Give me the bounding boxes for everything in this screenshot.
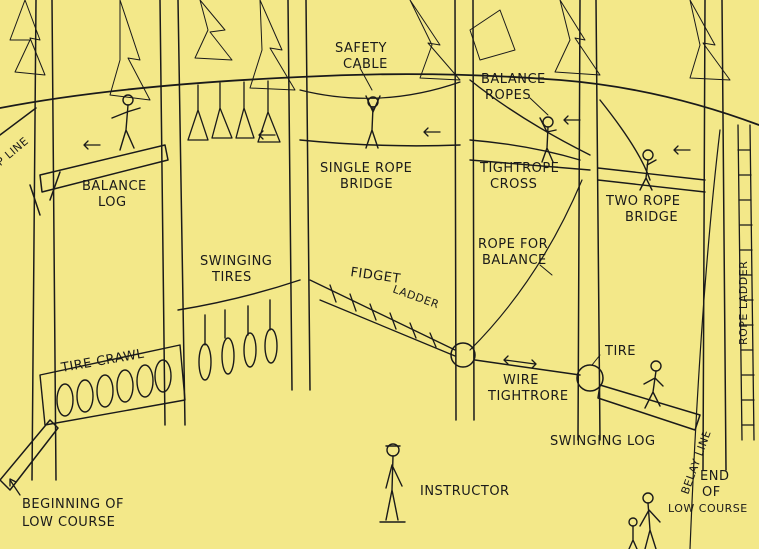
figure-instructor [379, 443, 406, 523]
label-swinging-tires-2: TIRES [211, 270, 252, 285]
arrow-icon [9, 478, 21, 496]
single-rope-bridge [299, 139, 461, 147]
label-swinging-tires-1: SWINGING [200, 254, 272, 269]
label-zip-line: P LINE [0, 135, 31, 169]
tire-crawl [39, 344, 186, 426]
tree-trunks [31, 0, 727, 481]
label-fidget-2: LADDER [391, 283, 441, 312]
label-single-rope-2: BRIDGE [340, 177, 393, 192]
figure-balance-log [111, 94, 141, 151]
label-two-rope-2: BRIDGE [625, 210, 678, 225]
figure-end-child [628, 517, 638, 549]
label-fidget-1: FIDGET [349, 265, 401, 287]
trunk-1 [31, 0, 57, 481]
label-safety-cable-1: SAFETY [335, 41, 387, 56]
label-balance-ropes-2: ROPES [485, 88, 531, 103]
label-single-rope-1: SINGLE ROPE [320, 161, 412, 176]
label-rope-balance-1: ROPE FOR [478, 237, 548, 252]
label-swinging-log: SWINGING LOG [550, 434, 656, 449]
label-tire-crawl: TIRE CRAWL [59, 347, 146, 377]
label-balance-log-1: BALANCE [82, 179, 147, 194]
arrow-icon [423, 127, 441, 137]
arrow-icon [563, 115, 581, 125]
rope-ladder [737, 124, 755, 441]
swinging-log [597, 384, 701, 431]
direction-arrows [9, 115, 691, 496]
tire-near-log [576, 364, 604, 392]
figure-tightrope [539, 116, 557, 163]
label-end-1: END [700, 469, 729, 484]
arrow-icon [258, 130, 276, 140]
label-instructor: INSTRUCTOR [420, 484, 510, 499]
tire-on-trunk-4 [450, 342, 476, 368]
label-tightrope-1: TIGHTROPE [479, 161, 559, 176]
safety-cable [0, 73, 759, 126]
label-balance-ropes-1: BALANCE [481, 72, 546, 87]
label-safety-cable-2: CABLE [343, 57, 388, 72]
tree-foliage [9, 0, 731, 101]
label-tire: TIRE [604, 344, 636, 359]
label-beginning-1: BEGINNING OF [22, 497, 124, 512]
zip-line [0, 107, 37, 136]
label-balance-log-2: LOG [98, 195, 127, 210]
label-wire-2: TIGHTRORE [487, 389, 569, 404]
swinging-tires [177, 279, 301, 381]
label-wire-1: WIRE [503, 373, 539, 388]
label-end-3: LOW COURSE [668, 502, 748, 515]
tightrope-cross [469, 79, 591, 171]
label-rope-ladder: ROPE LADDER [737, 261, 750, 345]
label-tightrope-2: CROSS [490, 177, 537, 192]
label-end-2: OF [702, 485, 721, 500]
rope-for-balance [469, 179, 583, 351]
figure-two-rope [639, 149, 657, 191]
trunk-5 [577, 0, 601, 441]
trunk-4 [454, 0, 475, 421]
figure-single-rope [365, 95, 381, 149]
figure-swinging-log [643, 360, 664, 409]
balance-log [29, 144, 169, 216]
arrow-icon [503, 355, 537, 369]
swinging-triangles [187, 80, 281, 143]
two-rope-bridge [597, 99, 706, 193]
label-two-rope-1: TWO ROPE [605, 194, 680, 209]
arrow-icon [673, 145, 691, 155]
access-log [0, 419, 59, 491]
arrow-icon [83, 140, 101, 150]
trunk-2 [159, 0, 186, 426]
trunk-6 [702, 0, 727, 471]
belay-line [689, 129, 721, 549]
trunk-3 [287, 0, 311, 391]
leader-lines [359, 67, 601, 366]
fidget-ladder [309, 279, 456, 357]
figure-end-adult [639, 492, 661, 549]
wire-tightrope [474, 359, 581, 376]
label-beginning-2: LOW COURSE [22, 515, 115, 530]
label-rope-balance-2: BALANCE [482, 253, 547, 268]
